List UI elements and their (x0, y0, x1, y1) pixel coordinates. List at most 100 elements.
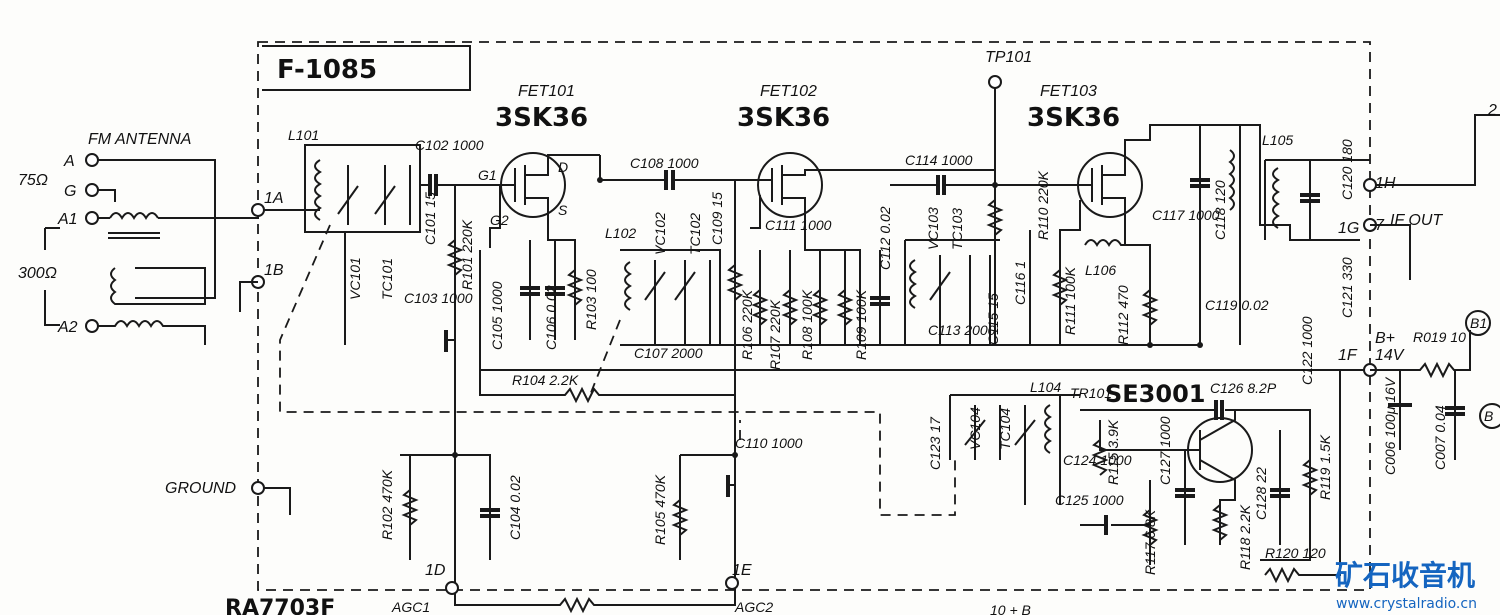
c007-label: C007 0.04 (1432, 405, 1448, 470)
c102-label: C102 1000 (415, 137, 484, 153)
wiring (44, 75, 1500, 614)
watermark-cn: 矿石收音机 (1335, 559, 1475, 592)
pin-7: 7 (1375, 217, 1385, 234)
bplus-label: B+ (1375, 330, 1395, 347)
fet103-type: 3SK36 (1027, 103, 1120, 133)
c118-label: C118 120 (1212, 180, 1228, 240)
l101-label: L101 (288, 127, 319, 143)
pin-2: 2 (1487, 102, 1497, 119)
fet101-g2: G2 (490, 212, 509, 228)
impedance-300: 300Ω (18, 265, 57, 282)
c107-label: C107 2000 (634, 345, 703, 361)
fet102-name: FET102 (760, 83, 817, 100)
c125-label: C125 1000 (1055, 492, 1124, 508)
c101-label: C101 15 (422, 192, 438, 245)
r106-label: R106 220K (739, 289, 755, 360)
c111-label: C111 1000 (765, 217, 832, 233)
c006-label: C006 100μ 16V (1382, 376, 1398, 475)
voltage-label: 14V (1375, 347, 1405, 364)
c123-label: C123 17 (927, 416, 943, 470)
c110-label: C110 1000 (735, 435, 803, 451)
module-outline (257, 41, 1371, 591)
module-code: RA7703F (225, 596, 335, 615)
r115-label: R115 3.9K (1105, 419, 1121, 485)
r019-label: R019 10 (1413, 329, 1466, 345)
if-out-label: IF OUT (1390, 212, 1443, 229)
pin-1h: 1H (1375, 175, 1396, 192)
fet101-type: 3SK36 (495, 103, 588, 133)
terminal-a2: A2 (57, 319, 78, 336)
watermark-url: www.crystalradio.cn (1336, 596, 1477, 612)
agc2-label: AGC2 (734, 599, 773, 615)
c127-label: C127 1000 (1157, 416, 1173, 485)
l106-label: L106 (1085, 262, 1116, 278)
terminal-g: G (64, 183, 76, 200)
tr101-type: SE3001 (1105, 380, 1205, 408)
r109-label: R109 100K (853, 289, 869, 360)
b1-label: B1 (1470, 315, 1487, 331)
c115-label: C115 15 (985, 293, 1001, 345)
tc104-label: TC104 (997, 408, 1013, 450)
fet103-name: FET103 (1040, 83, 1097, 100)
labels: F-1085 RA7703F FM ANTENNA 75Ω 300Ω A G A… (18, 49, 1497, 615)
tc102-label: TC102 (687, 213, 703, 255)
c124-label: C124 1000 (1063, 452, 1132, 468)
terminal-a1: A1 (57, 211, 78, 228)
vc103-label: VC103 (925, 207, 941, 250)
r108-label: R108 100K (799, 289, 815, 360)
antenna-heading: FM ANTENNA (88, 131, 191, 148)
c128-label: C128 22 (1253, 467, 1269, 520)
tc101-label: TC101 (379, 258, 395, 300)
c119-label: C119 0.02 (1205, 297, 1269, 313)
c106-label: C106 0.02 (543, 285, 559, 350)
c104-label: C104 0.02 (507, 475, 523, 540)
pin-1a: 1A (264, 190, 284, 207)
pin-1b: 1B (264, 262, 284, 279)
r118-label: R118 2.2K (1237, 504, 1253, 570)
vc102-label: VC102 (652, 212, 668, 255)
fet101-g1: G1 (478, 167, 497, 183)
c109-label: C109 15 (709, 192, 725, 245)
r102-label: R102 470K (379, 469, 395, 540)
terminal-a: A (63, 153, 75, 170)
c122-label: C122 1000 (1299, 316, 1315, 385)
c113-label: C113 2000 (928, 322, 996, 338)
r107-label: R107 220K (767, 299, 783, 370)
r104-label: R104 2.2K (512, 372, 579, 388)
l102-label: L102 (605, 225, 636, 241)
c112-label: C112 0.02 (877, 206, 893, 270)
r112-label: R112 470 (1115, 285, 1131, 345)
c105-label: C105 1000 (489, 281, 505, 350)
pin-1e: 1E (732, 562, 752, 579)
agc1-label: AGC1 (391, 599, 430, 615)
test-point-tp101: TP101 (985, 49, 1032, 66)
l104-label: L104 (1030, 379, 1061, 395)
c108-label: C108 1000 (630, 155, 699, 171)
r110-label: R110 220K (1035, 170, 1051, 240)
r101-label: R101 220K (459, 219, 475, 290)
r119-label: R119 1.5K (1317, 434, 1333, 500)
tr101-name: TR101 (1070, 385, 1112, 401)
c126-label: C126 8.2P (1210, 380, 1277, 396)
c117-label: C117 1000 (1152, 207, 1220, 223)
c116-label: C116 1 (1012, 261, 1028, 305)
fet101-d: D (558, 159, 568, 175)
tc103-label: TC103 (949, 208, 965, 250)
fet101-name: FET101 (518, 83, 575, 100)
pin-1f: 1F (1338, 347, 1358, 364)
impedance-75: 75Ω (18, 172, 48, 189)
fet102-type: 3SK36 (737, 103, 830, 133)
c120-label: C120 180 (1339, 139, 1355, 200)
pin-1g: 1G (1338, 220, 1359, 237)
ground-label: GROUND (165, 480, 237, 497)
b10-label: 10 + B (990, 602, 1031, 615)
l105-label: L105 (1262, 132, 1293, 148)
pin-1d: 1D (425, 562, 446, 579)
r120-label: R120 120 (1265, 545, 1326, 561)
watermark: 矿石收音机 www.crystalradio.cn (1335, 559, 1477, 612)
vc104-label: VC104 (967, 407, 983, 450)
b2-label: B (1484, 408, 1493, 424)
fet101-s: S (558, 202, 568, 218)
